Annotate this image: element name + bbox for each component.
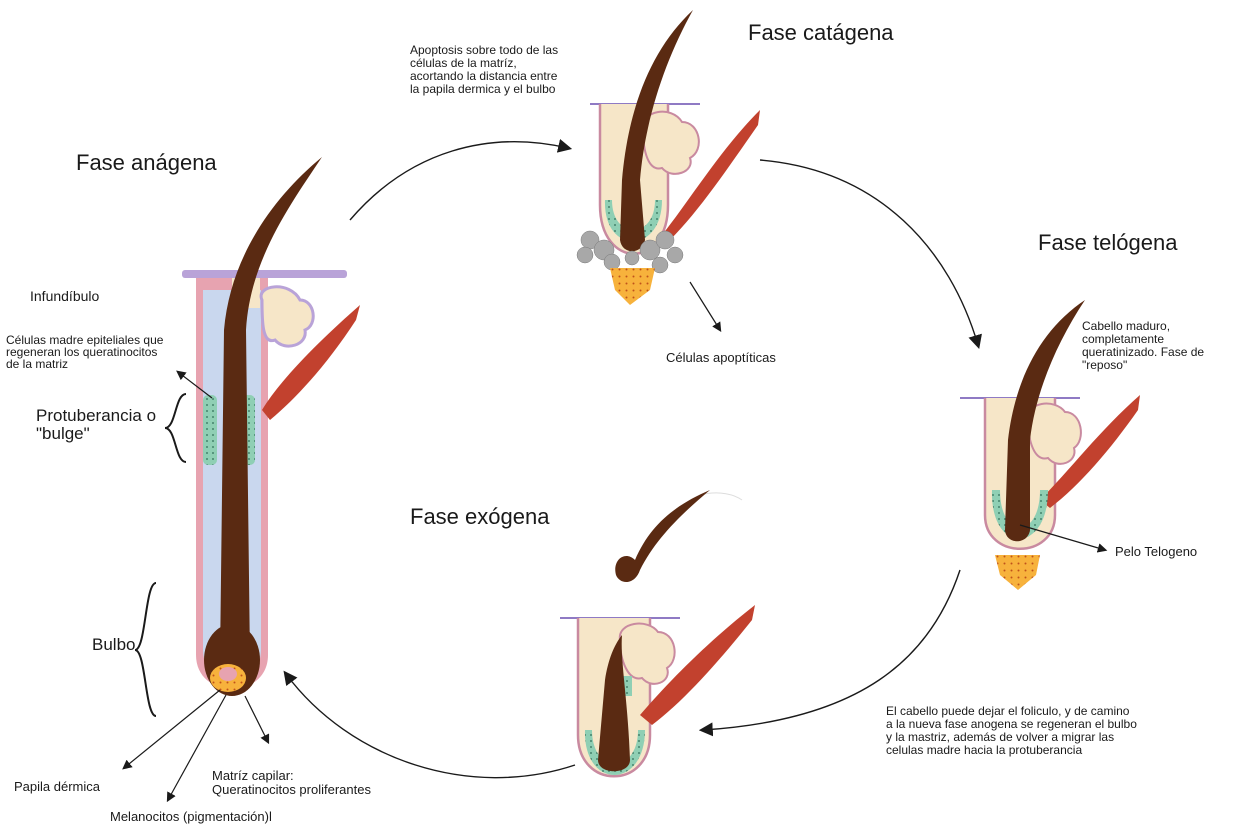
phase-title-exogen: Fase exógena (410, 504, 549, 530)
apoptotic-pointer (690, 282, 720, 330)
label-telogen-hair: Pelo Telogeno (1115, 545, 1197, 559)
matrix-pointer (245, 696, 268, 742)
phase-title-catagen: Fase catágena (748, 20, 894, 46)
catagen-description: Apoptosis sobre todo de las células de l… (410, 44, 558, 96)
label-bulb: Bulbo (92, 636, 135, 654)
bulb-bracket (135, 583, 156, 716)
label-matrix: Matríz capilar: Queratinocitos prolifera… (212, 769, 371, 797)
label-melanocytes: Melanocitos (pigmentación)l (110, 810, 272, 824)
phase-title-telogen: Fase telógena (1038, 230, 1177, 256)
phase-title-anagen: Fase anágena (76, 150, 217, 176)
label-infundibulum: Infundíbulo (30, 289, 99, 303)
arrow-exogen-to-anagen (286, 674, 575, 778)
exogen-description: El cabello puede dejar el foliculo, y de… (886, 705, 1137, 757)
label-apoptotic-cells: Células apoptíticas (666, 351, 776, 365)
label-bulge: Protuberancia o "bulge" (36, 407, 156, 443)
shed-hair (615, 490, 710, 582)
label-dermal-papilla: Papila dérmica (14, 780, 100, 794)
bulge-bracket (165, 394, 186, 462)
telogen-description: Cabello maduro, completamente queratiniz… (1082, 320, 1204, 372)
arrow-shed-hair (700, 493, 742, 500)
anagen-follicle (182, 157, 360, 696)
arrow-catagen-to-telogen (760, 160, 978, 345)
label-stem-cells: Células madre epiteliales que regeneran … (6, 334, 163, 370)
arrow-anagen-to-catagen (350, 142, 568, 220)
catagen-follicle (577, 10, 760, 330)
exogen-follicle (560, 490, 755, 776)
papilla-pointer (124, 690, 220, 768)
